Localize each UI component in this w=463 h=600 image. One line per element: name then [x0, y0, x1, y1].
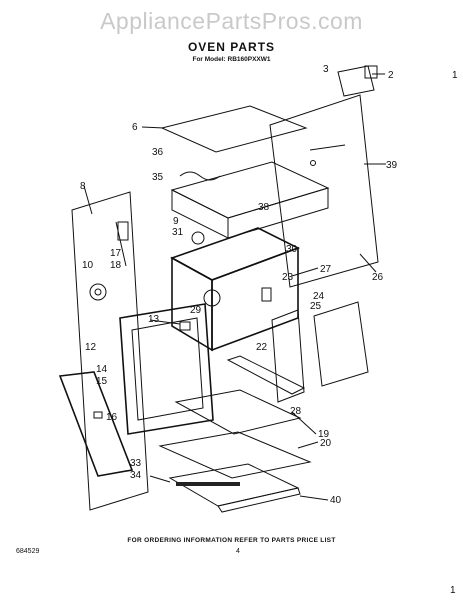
- page-title: OVEN PARTS: [187, 40, 276, 54]
- callout-label: 10: [82, 260, 94, 271]
- callout-label: 36: [152, 147, 164, 158]
- oven-cavity: [170, 227, 301, 352]
- small-parts: [89, 171, 221, 419]
- callout-label: 25: [310, 301, 322, 312]
- callout-label: 26: [372, 272, 384, 283]
- callout-label: 6: [132, 122, 138, 133]
- callout-label: 30: [286, 244, 298, 255]
- top-bracket: [337, 65, 378, 97]
- back-panel: [269, 94, 379, 288]
- callout-label: 19: [318, 429, 330, 440]
- callout-label: 16: [106, 412, 118, 423]
- callout-label: 34: [130, 470, 142, 481]
- bottom-panel: [168, 463, 301, 513]
- callout-label: 24: [313, 291, 325, 302]
- corner-mark: 1: [450, 585, 456, 596]
- ordering-note: FOR ORDERING INFORMATION REFER TO PARTS …: [127, 537, 336, 544]
- callout-label: 33: [130, 458, 142, 469]
- callout-label: 39: [386, 160, 398, 171]
- door-gasket: [58, 371, 134, 477]
- base-panel: [158, 431, 312, 479]
- callout-label: 15: [96, 376, 108, 387]
- leader-lines: [83, 73, 386, 501]
- callout-label: 2: [388, 70, 394, 81]
- callout-label: 29: [190, 305, 202, 316]
- top-panel: [160, 105, 308, 153]
- callout-label: 3: [323, 64, 329, 75]
- callout-label: 17: [110, 248, 122, 259]
- callout-label: 40: [330, 495, 342, 506]
- side-bracket: [271, 309, 305, 403]
- rail: [226, 355, 306, 395]
- callout-labels: 1 2 3 6 8 9 10 12 13 14 15 16 17 18 19 2…: [80, 64, 458, 506]
- callout-label: 18: [110, 260, 122, 271]
- front-frame: [119, 303, 214, 435]
- callout-label: 1: [452, 70, 458, 81]
- callout-label: 27: [320, 264, 332, 275]
- callout-label: 20: [320, 438, 332, 449]
- part-number: 684529: [16, 548, 40, 555]
- callout-label: 31: [172, 227, 184, 238]
- callout-label: 23: [282, 272, 294, 283]
- page-number: 4: [236, 548, 240, 555]
- callout-label: 12: [85, 342, 97, 353]
- callout-label: 14: [96, 364, 108, 375]
- callout-label: 22: [256, 342, 268, 353]
- callout-label: 35: [152, 172, 164, 183]
- callout-label: 28: [290, 406, 302, 417]
- callout-label: 13: [148, 314, 160, 325]
- side-panel: [71, 191, 149, 511]
- lower-panel: [174, 389, 302, 435]
- model-line: For Model: RB160PXXW1: [192, 56, 271, 63]
- callout-label: 9: [173, 216, 179, 227]
- watermark: AppliancePartsPros.com: [100, 8, 363, 34]
- insulation-panel: [313, 301, 369, 387]
- callout-label: 8: [80, 181, 86, 192]
- callout-label: 38: [258, 202, 270, 213]
